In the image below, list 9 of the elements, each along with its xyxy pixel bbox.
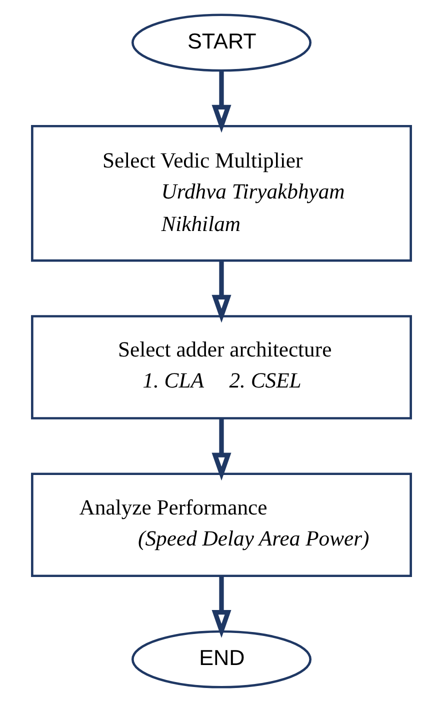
node-box: Select Vedic Multiplier Urdhva Tiryakbhyam Nikhilam	[30, 124, 412, 262]
node-ellipse: START	[130, 14, 312, 72]
arrow	[211, 576, 231, 638]
node-box: Analyze Performance (Speed Delay Area Power)	[30, 472, 412, 578]
arrow	[211, 260, 231, 323]
node-ellipse: END	[130, 630, 312, 688]
arrow	[211, 70, 231, 133]
arrow	[211, 418, 231, 481]
node-box: Select adder architecture 1. CLA 2. CSEL	[30, 315, 412, 420]
